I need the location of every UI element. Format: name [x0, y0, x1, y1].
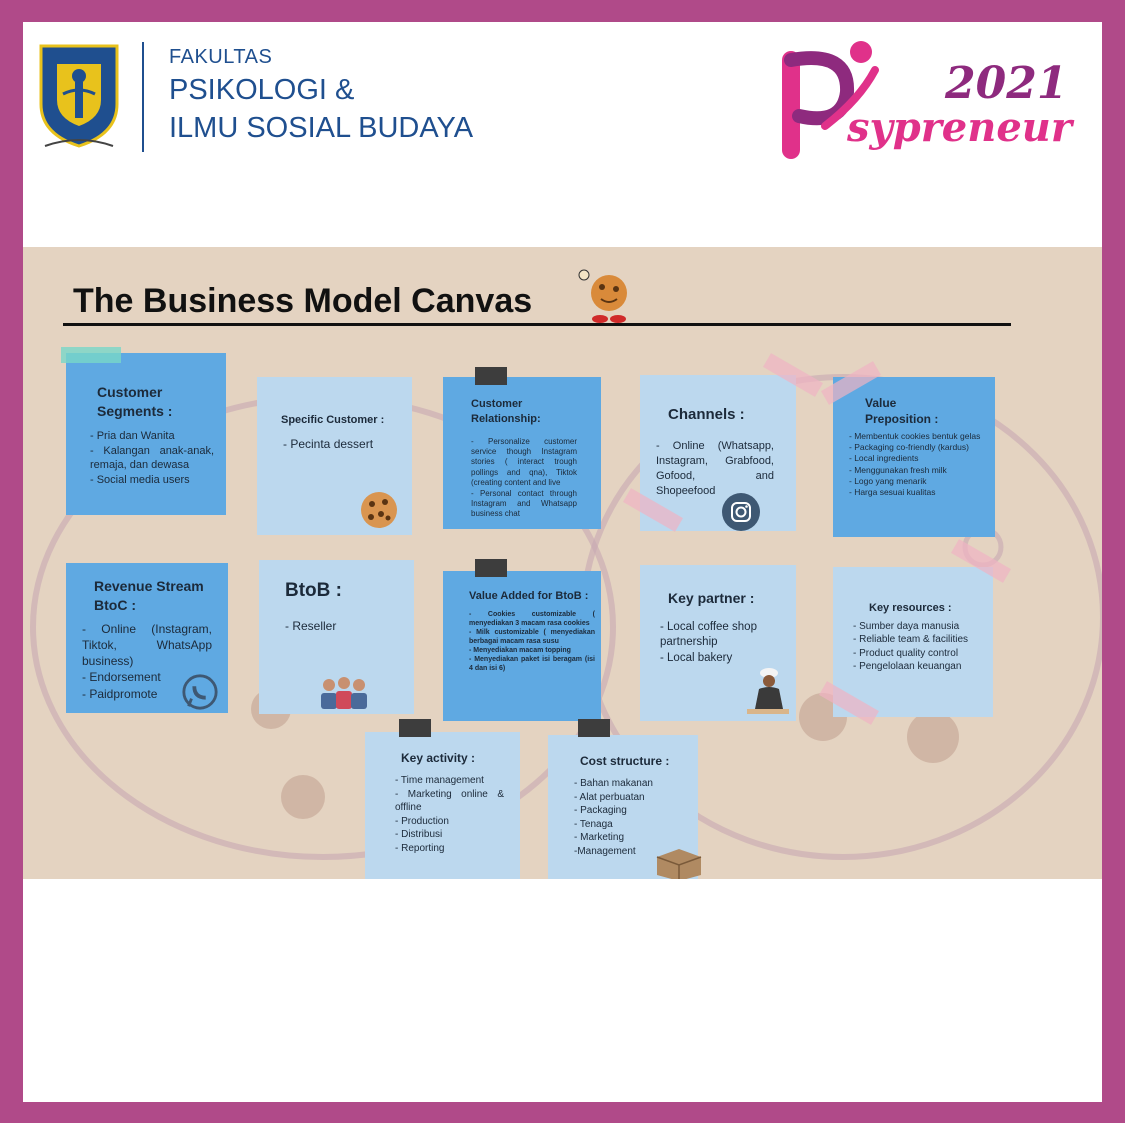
note-item: - Reliable team & facilities: [853, 634, 969, 646]
note-title: Revenue Stream BtoC :: [94, 578, 204, 613]
note-item: - Cookies customizable ( menyediakan 3 m…: [469, 610, 595, 627]
note-item: - Bahan makanan: [574, 778, 653, 790]
note-item: - Online (Whatsapp, Instagram, Grabfood,…: [656, 440, 774, 497]
binder-clip-icon: [578, 719, 610, 737]
business-model-canvas: The Business Model Canvas Customer Segme…: [23, 247, 1102, 879]
note-item: - Endorsement: [82, 670, 161, 685]
instagram-icon: [722, 493, 760, 531]
binder-clip-icon: [475, 367, 507, 385]
cookie-icon: [361, 492, 397, 528]
note-channels: Channels : - Online (Whatsapp, Instagram…: [640, 375, 796, 531]
note-item: - Time management: [395, 775, 484, 787]
note-key-resources: Key resources : - Sumber daya manusia - …: [833, 567, 993, 717]
whatsapp-icon: [182, 674, 218, 710]
note-btob: BtoB : - Reseller: [259, 560, 414, 714]
note-item: - Packaging co-friendly (kardus): [849, 442, 969, 453]
faculty-label: FAKULTAS: [169, 46, 273, 68]
note-item: - Packaging: [574, 805, 627, 817]
cookie-mascot-icon: [578, 269, 627, 323]
note-item: - Harga sesuai kualitas: [849, 486, 936, 497]
note-title: Key partner :: [668, 590, 755, 606]
note-item: - Local bakery: [660, 651, 733, 664]
note-item: - Menyediakan paket isi beragam (isi 4 d…: [469, 656, 595, 673]
note-item: - Marketing online & offline: [395, 788, 504, 814]
binder-clip-icon: [475, 559, 507, 577]
note-item: - Menyediakan macam topping: [469, 647, 571, 655]
note-item: - Membentuk cookies bentuk gelas: [849, 431, 981, 442]
note-item: -Management: [574, 845, 636, 857]
note-title: BtoB :: [285, 580, 342, 601]
header-divider: [142, 42, 144, 152]
note-item: - Marketing: [574, 832, 625, 844]
note-item: - Pengelolaan keuangan: [853, 661, 962, 673]
note-value-added: Value Added for BtoB : - Cookies customi…: [443, 571, 601, 721]
note-item: - Online (Instagram, Tiktok, WhatsApp bu…: [82, 621, 212, 669]
note-item: - Personal contact through Instagram and…: [471, 488, 577, 519]
box-icon: [656, 849, 702, 879]
note-title: Channels :: [668, 406, 745, 423]
note-item: - Product quality control: [853, 647, 959, 659]
note-item: - Production: [395, 815, 449, 827]
note-title: Key activity :: [401, 751, 476, 765]
note-item: - Local ingredients: [849, 453, 919, 464]
note-title: Customer Segments :: [97, 384, 173, 419]
note-title: Value Preposition :: [865, 396, 939, 427]
note-key-activity: Key activity : - Time management - Marke…: [365, 732, 520, 879]
header: FAKULTAS PSIKOLOGI & ILMU SOSIAL BUDAYA …: [23, 22, 1102, 247]
note-title: Key resources :: [869, 602, 952, 614]
binder-clip-icon: [399, 719, 431, 737]
note-item: - Distribusi: [395, 829, 443, 841]
note-title: Customer Relationship:: [471, 398, 541, 425]
poster-frame: FAKULTAS PSIKOLOGI & ILMU SOSIAL BUDAYA …: [23, 22, 1102, 1102]
note-customer-relationship: Customer Relationship: - Personalize cus…: [443, 377, 601, 529]
note-item: - Reporting: [395, 842, 445, 854]
note-item: - Personalize customer service though In…: [471, 436, 577, 488]
note-customer-segments: Customer Segments : - Pria dan Wanita - …: [66, 353, 226, 515]
note-item: - Paidpromote: [82, 686, 158, 701]
title-underline: [63, 323, 1011, 326]
note-title: Cost structure :: [580, 754, 670, 768]
note-item: - Pecinta dessert: [283, 436, 374, 451]
note-item: - Logo yang menarik: [849, 475, 927, 486]
faculty-name-line1: PSIKOLOGI &: [169, 74, 355, 106]
psypreneur-logo-icon: [782, 41, 879, 159]
note-item: - Reseller: [285, 618, 337, 633]
note-value-proposition: Value Preposition : - Membentuk cookies …: [833, 377, 995, 537]
note-revenue-stream: Revenue Stream BtoC : - Online (Instagra…: [66, 563, 228, 713]
baker-icon: [747, 668, 789, 714]
event-year: 2021: [945, 58, 1068, 109]
canvas-title: The Business Model Canvas: [73, 282, 533, 320]
note-item: - Local coffee shop partnership: [660, 620, 757, 649]
faculty-name-line2: ILMU SOSIAL BUDAYA: [169, 112, 474, 144]
uii-emblem-icon: [39, 44, 119, 148]
people-icon: [321, 677, 367, 709]
note-item: - Tenaga: [574, 818, 613, 830]
event-name: sypreneur: [847, 104, 1072, 151]
note-title: Value Added for BtoB :: [469, 590, 589, 602]
note-item: - Kalangan anak-anak, remaja, dan dewasa: [90, 444, 214, 472]
tape-icon: [61, 347, 121, 363]
note-item: - Menggunakan fresh milk: [849, 464, 947, 475]
note-item: - Alat perbuatan: [574, 791, 645, 803]
note-item: - Sumber daya manusia: [853, 620, 960, 632]
note-item: - Pria dan Wanita: [90, 429, 175, 442]
note-title: Specific Customer :: [281, 414, 385, 426]
note-item: - Social media users: [90, 474, 190, 487]
note-item: - Milk customizable ( menyediakan berbag…: [469, 629, 595, 646]
